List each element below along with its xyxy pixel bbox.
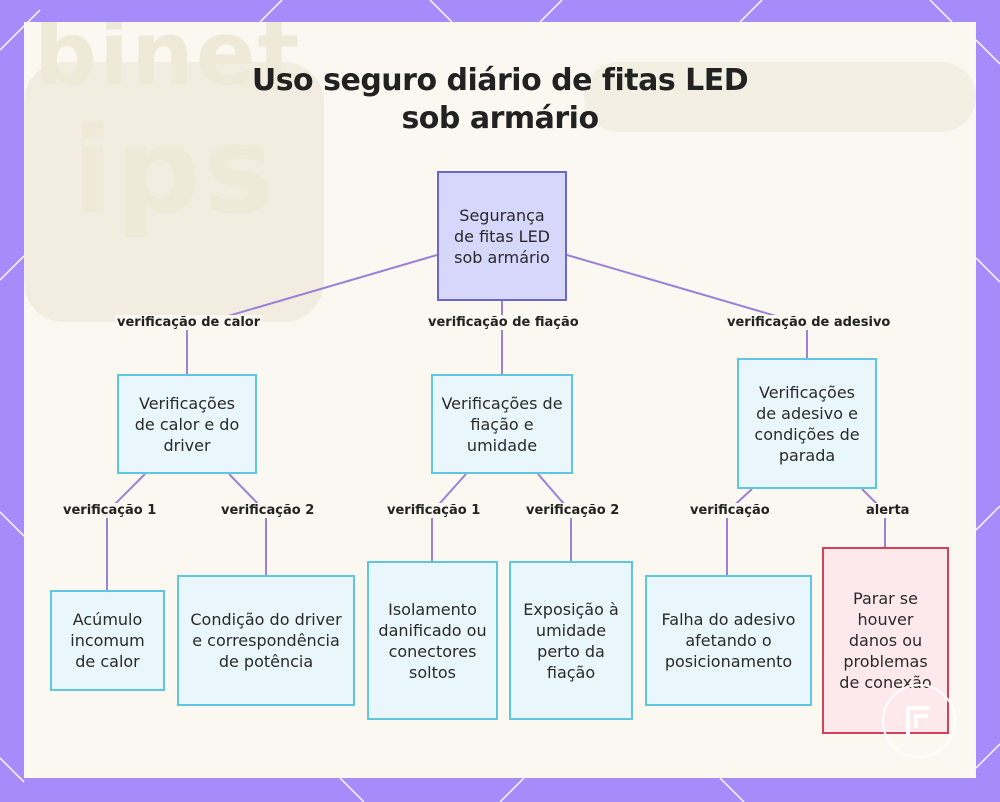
adhesive-leaf-node: Falha do adesivo afetando o posicionamen… [645, 575, 812, 706]
heat-checks-node: Verificações de calor e do driver [117, 374, 257, 474]
insulation-leaf-node: Isolamento danificado ou conectores solt… [367, 561, 498, 720]
wiring-checks-node: Verificações de fiação e umidade [431, 374, 573, 474]
edge-heat-leaf2 [228, 473, 267, 575]
edge-label-heat: verificação de calor [115, 315, 263, 330]
edge-label-wiring-2: verificação 2 [524, 503, 622, 518]
background-blur-shape [24, 62, 324, 322]
background-blur-shape [584, 62, 976, 132]
edge-label-adhesive: verificação de adesivo [725, 315, 893, 330]
edge-root-adhesive [566, 254, 808, 358]
logo-glyph [906, 706, 930, 736]
logo-glyph-inner [914, 714, 928, 728]
background-word: binet [34, 22, 302, 105]
driver-leaf-node: Condição do driver e correspondência de … [177, 575, 355, 706]
brand-logo-icon [882, 684, 956, 758]
edge-adhesive-leaf1 [726, 488, 753, 575]
edge-label-heat-1: verificação 1 [61, 503, 159, 518]
edge-label-wiring: verificação de fiação [426, 315, 581, 330]
edge-label-adhesive-1: verificação [688, 503, 772, 518]
background-word: ips [72, 102, 277, 241]
edge-label-adhesive-2: alerta [864, 503, 912, 518]
edge-label-wiring-1: verificação 1 [385, 503, 483, 518]
root-node: Segurança de fitas LED sob armário [437, 171, 567, 301]
edge-adhesive-leaf2 [861, 488, 886, 547]
edge-heat-leaf1 [106, 473, 146, 590]
adhesive-checks-node: Verificações de adesivo e condições de p… [737, 358, 877, 489]
heat-leaf-node: Acúmulo incomum de calor [50, 590, 165, 691]
moisture-leaf-node: Exposição à umidade perto da fiação [509, 561, 633, 720]
diagram-title: Uso seguro diário de fitas LED sob armár… [251, 63, 749, 136]
edge-label-heat-2: verificação 2 [219, 503, 317, 518]
